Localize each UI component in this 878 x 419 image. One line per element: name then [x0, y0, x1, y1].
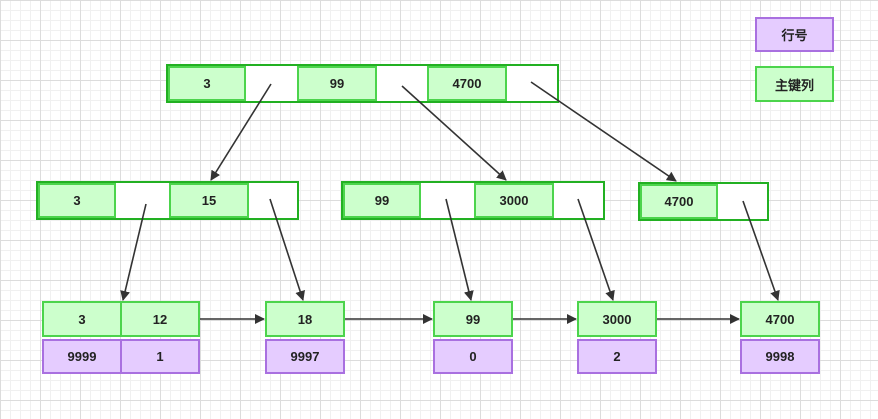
pointer-arrow: [530, 81, 677, 182]
leaf-row-cell: 0: [433, 339, 513, 374]
internal-key-cell: 99: [343, 183, 421, 218]
pointer-arrow: [445, 198, 474, 301]
root-key-cell: 3: [168, 66, 246, 101]
leaf-key-cell: 12: [120, 301, 200, 337]
leaf-row-cell: 1: [120, 339, 200, 374]
pointer-arrow: [742, 200, 780, 301]
leaf-key-cell: 3: [42, 301, 122, 337]
leaf-key-cell: 4700: [740, 301, 820, 337]
legend-row-number: 行号: [755, 17, 834, 52]
internal-key-cell: 15: [169, 183, 249, 218]
root-key-cell: 99: [297, 66, 377, 101]
pointer-arrow: [401, 85, 507, 181]
internal-key-cell: 3000: [474, 183, 554, 218]
internal-key-cell: 4700: [640, 184, 718, 219]
pointer-arrow: [577, 198, 615, 301]
pointer-arrow: [269, 198, 305, 301]
root-key-cell: 4700: [427, 66, 507, 101]
leaf-row-cell: 2: [577, 339, 657, 374]
legend-primary-key: 主键列: [755, 66, 834, 102]
leaf-key-cell: 3000: [577, 301, 657, 337]
pointer-arrow: [210, 83, 272, 181]
leaf-key-cell: 18: [265, 301, 345, 337]
pointer-arrow: [120, 203, 147, 301]
leaf-key-cell: 99: [433, 301, 513, 337]
leaf-row-cell: 9997: [265, 339, 345, 374]
leaf-row-cell: 9998: [740, 339, 820, 374]
internal-key-cell: 3: [38, 183, 116, 218]
